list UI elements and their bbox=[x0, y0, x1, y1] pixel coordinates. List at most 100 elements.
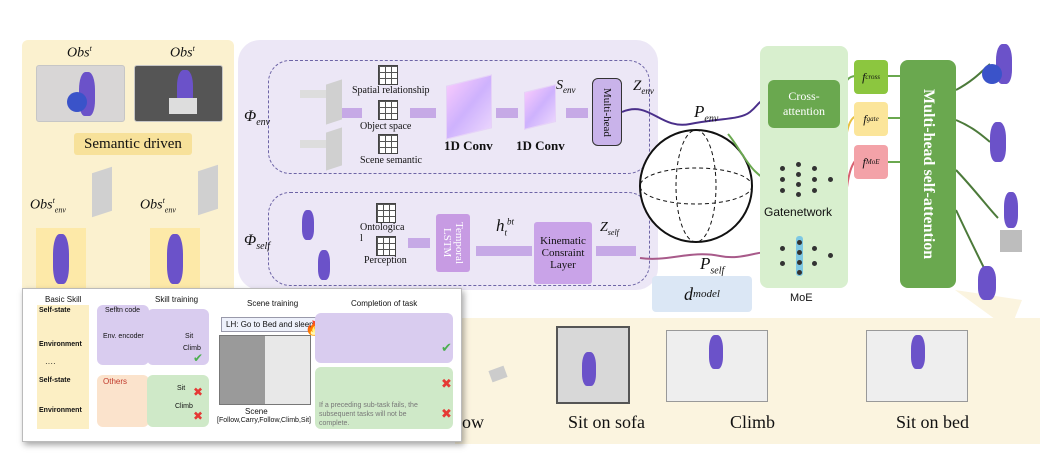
scene-label-sit-on-sofa: Sit on sofa bbox=[568, 412, 646, 432]
scene-training-image bbox=[219, 335, 311, 405]
grid-icon bbox=[378, 134, 398, 154]
z-self-label: Zself bbox=[600, 220, 619, 237]
obs-env-right-label: Obstenv bbox=[140, 196, 176, 215]
climb-scene bbox=[666, 330, 768, 402]
obs-left-label: Obst bbox=[67, 44, 92, 61]
multihead-box: Multi-head bbox=[592, 78, 622, 146]
completion-fail-box bbox=[315, 367, 453, 429]
arrow bbox=[410, 108, 436, 118]
grid-icon bbox=[376, 203, 396, 223]
scene-label-sit-on-bed: Sit on bed bbox=[896, 412, 970, 432]
dots-label: ···· bbox=[45, 359, 56, 368]
self-code-label: Sefltn code bbox=[105, 307, 141, 314]
scene-semantic-label: Scene semantic bbox=[360, 155, 422, 166]
semantic-driven-label: Semantic driven bbox=[74, 133, 192, 155]
self-state-label: Self-state bbox=[39, 307, 71, 314]
moe-label: MoE bbox=[790, 292, 813, 304]
character-figure bbox=[167, 234, 183, 284]
env-input-object bbox=[300, 90, 328, 98]
object-space-label: Object space bbox=[360, 121, 412, 132]
gatenetwork-label: Gatenetwork bbox=[764, 205, 833, 219]
encoder-box bbox=[97, 305, 149, 365]
p-env-label: Penv bbox=[694, 102, 719, 125]
z-env-label: Zenv bbox=[633, 78, 654, 96]
basic-skill-box-bottom bbox=[37, 373, 89, 429]
sofa-scene bbox=[556, 326, 630, 404]
conv2-label: 1D Conv bbox=[516, 138, 565, 153]
perception-label: Perception bbox=[364, 255, 407, 266]
completion-success-box bbox=[315, 313, 453, 363]
obs-env-left-label: Obstenv bbox=[30, 196, 66, 215]
self-input-figure bbox=[318, 250, 330, 280]
arrow bbox=[596, 246, 636, 256]
arrow bbox=[566, 108, 588, 118]
basic-skill-box-top bbox=[37, 305, 89, 373]
s-env-label: Senv bbox=[556, 78, 576, 95]
env-branch-box bbox=[268, 60, 650, 174]
sit-label-1: Sit bbox=[185, 333, 194, 340]
climb-label-1: Climb bbox=[183, 345, 201, 352]
cross-icon: ✖ bbox=[193, 385, 204, 399]
cross-icon: ✖ bbox=[441, 407, 452, 422]
environment-label: Environment bbox=[39, 341, 82, 348]
check-icon: ✔ bbox=[193, 351, 204, 365]
self-obs-right bbox=[150, 228, 200, 290]
arrow bbox=[342, 108, 362, 118]
scene-label-climb: Climb bbox=[730, 412, 776, 432]
output-figure bbox=[1004, 192, 1018, 228]
climb-label-2: Climb bbox=[175, 403, 193, 410]
scene-label: Scene bbox=[245, 407, 268, 416]
failure-note: If a preceding sub-task fails, the subse… bbox=[319, 402, 418, 427]
check-icon: ✔ bbox=[441, 341, 452, 356]
completion-heading: Completion of task bbox=[351, 299, 418, 308]
scene-training-heading: Scene training bbox=[247, 299, 299, 308]
ball-object bbox=[982, 64, 1002, 84]
scene-label-ow: ow bbox=[462, 412, 484, 432]
sit-label-2: Sit bbox=[177, 385, 186, 392]
self-branch-box bbox=[268, 192, 650, 286]
env-input-object bbox=[300, 140, 328, 148]
phi-self-label: Φself bbox=[244, 232, 271, 253]
obs-right-label: Obst bbox=[170, 44, 195, 61]
self-obs-left bbox=[36, 228, 86, 290]
arrow bbox=[408, 238, 430, 248]
output-figure bbox=[990, 122, 1006, 162]
training-inset: Basic Skill Skill training Scene trainin… bbox=[22, 288, 462, 442]
environment-label-2: Environment bbox=[39, 407, 82, 414]
ball-object bbox=[67, 92, 87, 112]
obs-left-thumbnail bbox=[36, 65, 125, 122]
others-box bbox=[97, 375, 149, 427]
gatenetwork-graph bbox=[778, 160, 838, 200]
arrow bbox=[476, 246, 532, 256]
self-state-label-2: Self-state bbox=[39, 377, 71, 384]
skill-training-box-bottom bbox=[147, 375, 209, 427]
others-label: Others bbox=[103, 377, 128, 386]
grid-icon bbox=[378, 65, 398, 85]
ontological-label: Ontologica l bbox=[360, 222, 405, 244]
h-t-label: htbt bbox=[496, 216, 515, 238]
bed-scene bbox=[866, 330, 968, 402]
kinematic-layer-box: Kinematic Consraint Layer bbox=[534, 222, 592, 284]
character-figure bbox=[53, 234, 69, 284]
box-object bbox=[169, 98, 197, 114]
scene-list-label: [Follow,Carry,Follow,Climb,Sit] bbox=[217, 417, 312, 424]
temporal-lstm-box: Temporal LSTM bbox=[436, 214, 470, 272]
env-encoder-label: Env. encoder bbox=[103, 333, 144, 340]
skill-training-heading: Skill training bbox=[155, 295, 199, 304]
output-figure bbox=[978, 266, 996, 300]
self-input-figure bbox=[302, 210, 314, 240]
basic-skill-heading: Basic Skill bbox=[45, 295, 82, 304]
grid-icon bbox=[378, 100, 398, 120]
cross-icon: ✖ bbox=[193, 409, 204, 423]
grid-icon bbox=[376, 236, 396, 256]
conv1-label: 1D Conv bbox=[444, 138, 493, 153]
cross-attention-box: Cross-attention bbox=[768, 80, 840, 128]
phi-env-label: Φenv bbox=[244, 108, 271, 129]
arrow bbox=[496, 108, 518, 118]
skill-training-box-top bbox=[147, 309, 209, 365]
box-object bbox=[1000, 230, 1022, 252]
lh-command: LH: Go to Bed and sleep bbox=[221, 317, 319, 332]
